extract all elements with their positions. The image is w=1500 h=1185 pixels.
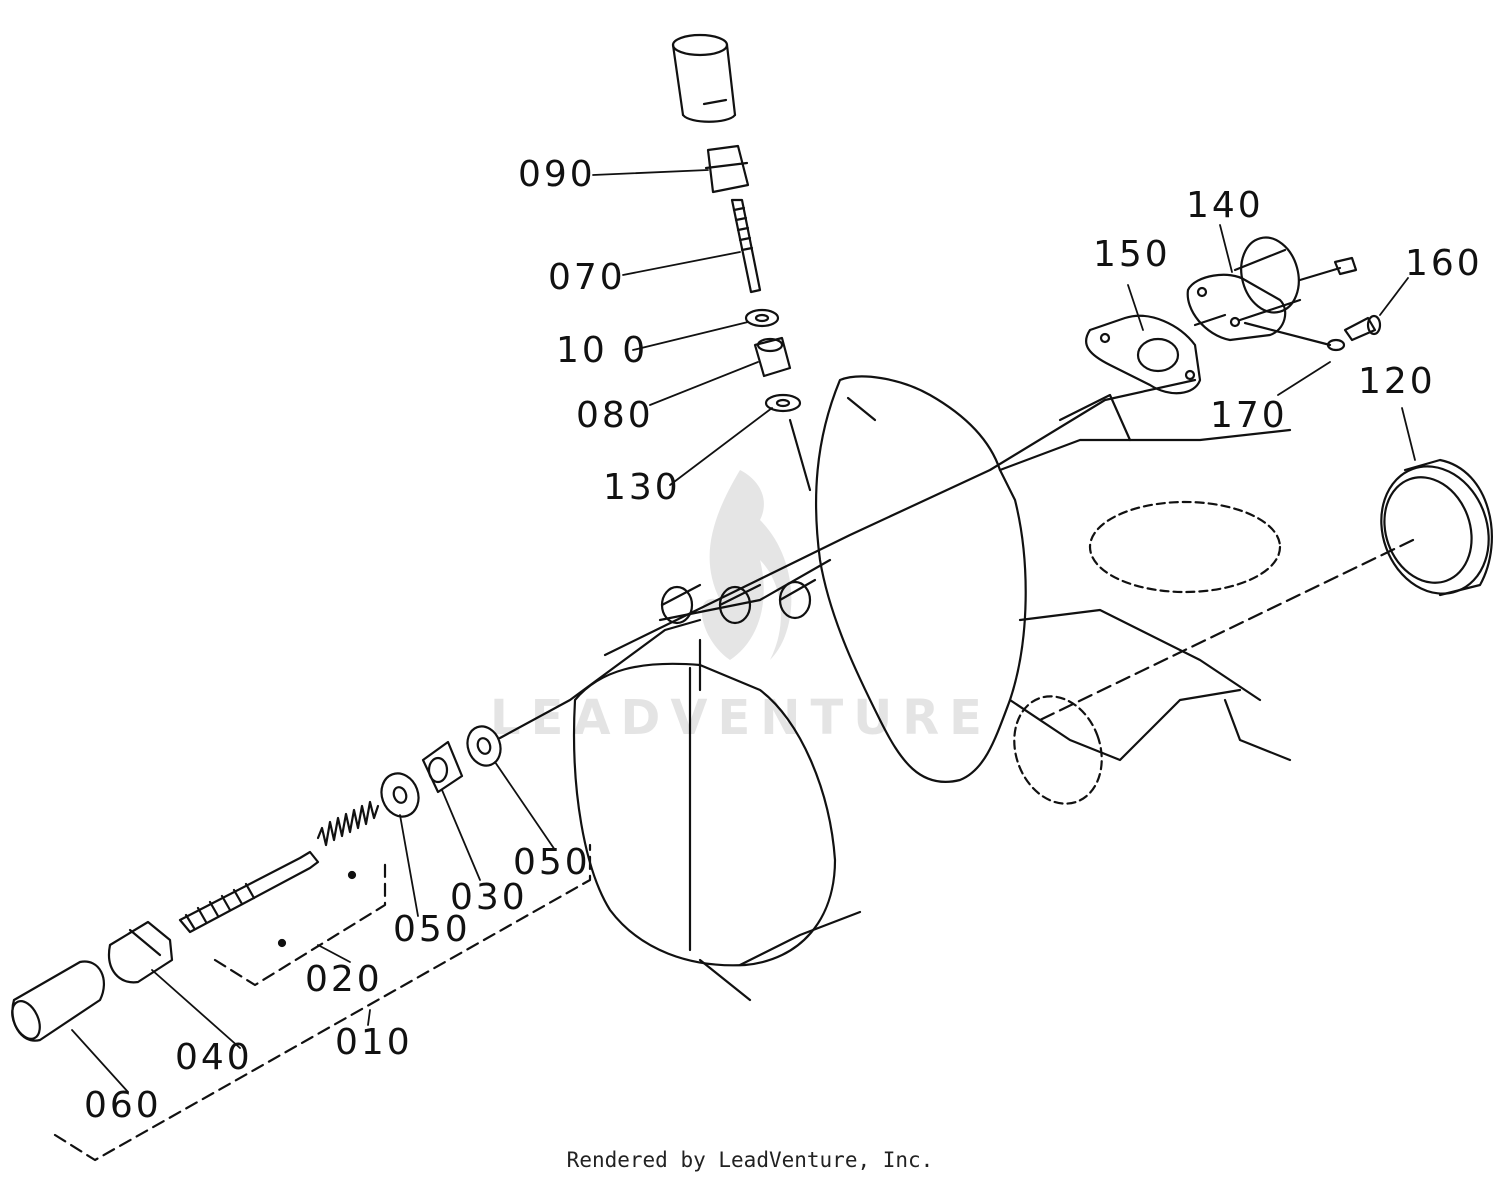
solenoid-assembly	[1085, 236, 1382, 395]
label-120: 120	[1358, 361, 1436, 402]
lower-plunger-assembly	[11, 618, 702, 1042]
label-160: 160	[1405, 243, 1483, 284]
label-010: 010	[335, 1022, 413, 1063]
label-080: 080	[576, 395, 654, 436]
engine-housing	[572, 375, 1292, 1002]
label-170: 170	[1210, 395, 1288, 436]
kit-brackets	[53, 843, 592, 1162]
render-credit: Rendered by LeadVenture, Inc.	[566, 1148, 934, 1172]
label-050-right: 050	[513, 842, 591, 883]
label-150: 150	[1093, 234, 1171, 275]
label-030: 030	[450, 877, 528, 918]
label-040: 040	[175, 1037, 253, 1078]
label-020: 020	[305, 959, 383, 1000]
label-140: 140	[1186, 185, 1264, 226]
label-090: 090	[518, 154, 596, 195]
watermark-text: LEADVENTURE	[490, 690, 992, 746]
top-nozzle-assembly	[671, 33, 812, 492]
label-130: 130	[603, 467, 681, 508]
label-060: 060	[84, 1085, 162, 1126]
label-100: 10 0	[556, 330, 649, 371]
watermark-logo	[701, 470, 792, 660]
label-050-left: 050	[393, 909, 471, 950]
oil-seal-120	[1038, 458, 1493, 722]
label-070: 070	[548, 257, 626, 298]
leader-lines	[71, 169, 1416, 1093]
